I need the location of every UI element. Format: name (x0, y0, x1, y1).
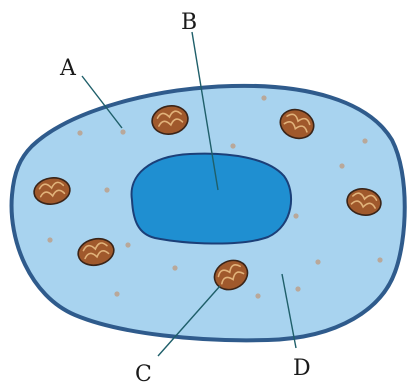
label-c: C (135, 362, 152, 387)
label-a: A (59, 56, 77, 81)
granule (120, 129, 126, 135)
mitochondrion (346, 188, 382, 216)
mitochondria-group (33, 105, 382, 291)
granule (172, 265, 178, 271)
leader-line-c (157, 285, 221, 357)
granule (255, 293, 261, 299)
granule (77, 130, 83, 136)
granule (125, 242, 131, 248)
leader-line-a (81, 75, 123, 129)
granule (315, 259, 321, 265)
mitochondrion (279, 108, 315, 140)
mitochondrion (77, 237, 115, 267)
granule (295, 286, 301, 292)
granule (230, 143, 236, 149)
mitochondrion (33, 177, 71, 205)
granule (339, 163, 345, 169)
cytoplasm-granules (47, 95, 383, 299)
granule (293, 213, 299, 219)
granule (261, 95, 267, 101)
granule (114, 291, 120, 297)
label-b: B (181, 10, 197, 35)
leader-line-b (191, 31, 219, 191)
mitochondrion (151, 105, 189, 135)
granule (362, 138, 368, 144)
granule (377, 257, 383, 263)
mitochondrion (213, 259, 249, 291)
label-d: D (293, 356, 311, 381)
nucleus (130, 152, 293, 245)
granule (47, 237, 53, 243)
leader-line-d (281, 273, 297, 349)
granule (104, 187, 110, 193)
